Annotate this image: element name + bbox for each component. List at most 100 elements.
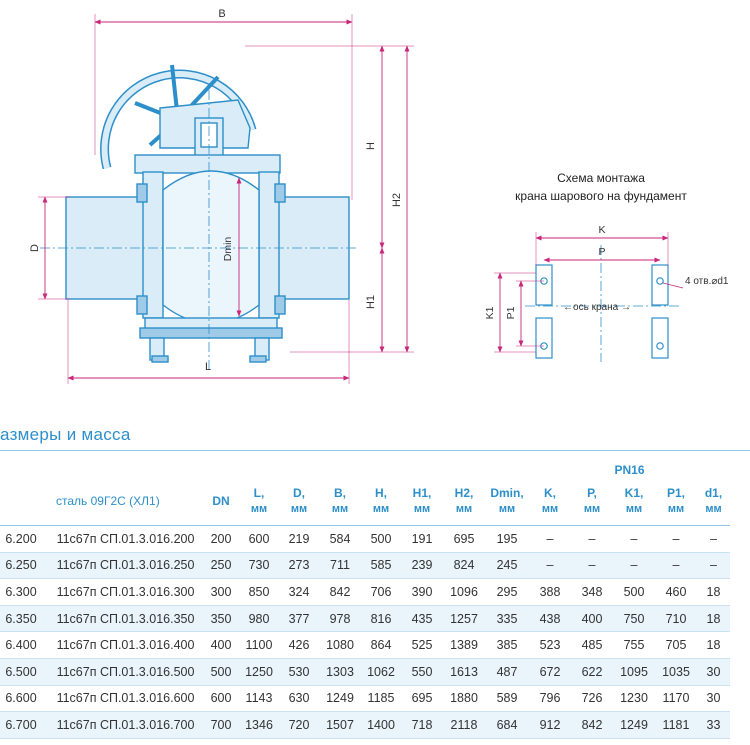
col-h2-header: H2,мм — [443, 477, 485, 526]
pn16-header: PN16 — [614, 463, 645, 477]
cell-p: 842 — [571, 711, 613, 739]
cell-p1: 1035 — [655, 658, 697, 686]
cell-d1: – — [697, 525, 730, 553]
cell-code-text: 6.600 — [5, 691, 37, 706]
cell-h2: 1257 — [443, 605, 485, 633]
cell-p1: – — [655, 552, 697, 580]
cell-dmin: 195 — [485, 525, 529, 553]
cell-p1: 710 — [655, 605, 697, 633]
cell-d: 219 — [279, 525, 319, 553]
dimension-lines — [38, 14, 414, 384]
col-p1-header: P1,мм — [655, 477, 697, 526]
cell-l: 600 — [239, 525, 279, 553]
cell-steel: 11с67п СП.01.3.016.200 — [48, 525, 203, 553]
cell-dn: 500 — [203, 658, 239, 686]
cell-dn: 700 — [203, 711, 239, 739]
cell-d: 426 — [279, 631, 319, 659]
section-divider — [0, 450, 750, 451]
cell-l: 1100 — [239, 631, 279, 659]
cell-k: 672 — [529, 658, 571, 686]
dim-l-label: L — [205, 361, 211, 373]
cell-steel: 11с67п СП.01.3.016.400 — [48, 631, 203, 659]
cell-b: 584 — [319, 525, 361, 553]
dim-h2-label: H2 — [391, 193, 403, 207]
cell-h2: 1389 — [443, 631, 485, 659]
cell-code: 6.600 — [0, 685, 48, 713]
dim-d-label: D — [29, 244, 41, 252]
cell-k1: 750 — [613, 605, 655, 633]
centerlines — [40, 90, 358, 370]
col-d1-header: d1,мм — [697, 477, 730, 526]
cell-h: 1400 — [361, 711, 401, 739]
cell-d: 324 — [279, 578, 319, 606]
dim-b-label: B — [218, 8, 225, 20]
cell-b: 1303 — [319, 658, 361, 686]
cell-code: 6.400 — [0, 631, 48, 659]
cell-k1: – — [613, 525, 655, 553]
cell-d1: 18 — [697, 578, 730, 606]
cell-d: 530 — [279, 658, 319, 686]
cell-p: – — [571, 552, 613, 580]
cell-dn: 350 — [203, 605, 239, 633]
col-d-header: D,мм — [279, 477, 319, 526]
cell-d: 377 — [279, 605, 319, 633]
cell-d1: – — [697, 552, 730, 580]
cell-dmin: 589 — [485, 685, 529, 713]
cell-d1: 30 — [697, 685, 730, 713]
cell-code-text: 6.500 — [5, 664, 37, 679]
cell-h: 816 — [361, 605, 401, 633]
cell-dn: 200 — [203, 525, 239, 553]
cell-code: 6.300 — [0, 578, 48, 606]
cell-h: 500 — [361, 525, 401, 553]
cell-code: 6.500 — [0, 658, 48, 686]
cell-k1: 1095 — [613, 658, 655, 686]
cell-k: 388 — [529, 578, 571, 606]
cell-b: 1249 — [319, 685, 361, 713]
cell-p: 400 — [571, 605, 613, 633]
cell-p1: 1181 — [655, 711, 697, 739]
cell-k1: 500 — [613, 578, 655, 606]
cell-k1: 755 — [613, 631, 655, 659]
cell-k: 796 — [529, 685, 571, 713]
cell-b: 1507 — [319, 711, 361, 739]
cell-steel: 11с67п СП.01.3.016.300 — [48, 578, 203, 606]
cell-d1: 18 — [697, 605, 730, 633]
cell-code: 6.200 — [0, 525, 48, 553]
cell-d1: 30 — [697, 658, 730, 686]
cell-code-text: 6.300 — [5, 584, 37, 599]
cell-steel: 11с67п СП.01.3.016.350 — [48, 605, 203, 633]
cell-dmin: 684 — [485, 711, 529, 739]
cell-steel: 11с67п СП.01.3.016.700 — [48, 711, 203, 739]
schema-holes-label: 4 отв.⌀d1 — [685, 276, 729, 287]
cell-l: 1250 — [239, 658, 279, 686]
cell-h2: 695 — [443, 525, 485, 553]
cell-h: 864 — [361, 631, 401, 659]
cell-l: 1346 — [239, 711, 279, 739]
cell-b: 978 — [319, 605, 361, 633]
cell-h2: 1096 — [443, 578, 485, 606]
cell-k: 912 — [529, 711, 571, 739]
cell-h1: 525 — [401, 631, 443, 659]
cell-h1: 191 — [401, 525, 443, 553]
section-title: азмеры и масса — [0, 425, 131, 444]
cell-p: 485 — [571, 631, 613, 659]
cell-dn: 250 — [203, 552, 239, 580]
cell-p1: – — [655, 525, 697, 553]
dim-dmin-label: Dmin — [222, 237, 234, 262]
cell-code: 6.350 — [0, 605, 48, 633]
foundation-schema — [494, 232, 684, 362]
cell-h1: 718 — [401, 711, 443, 739]
cell-k: – — [529, 525, 571, 553]
dimensions-table: PN16 сталь 09Г2С (ХЛ1) DN L,мм D,мм B,мм… — [0, 455, 730, 739]
cell-k1: 1249 — [613, 711, 655, 739]
cell-code-text: 6.400 — [5, 638, 37, 653]
cell-p: 348 — [571, 578, 613, 606]
col-h1-header: H1,мм — [401, 477, 443, 526]
cell-dmin: 245 — [485, 552, 529, 580]
